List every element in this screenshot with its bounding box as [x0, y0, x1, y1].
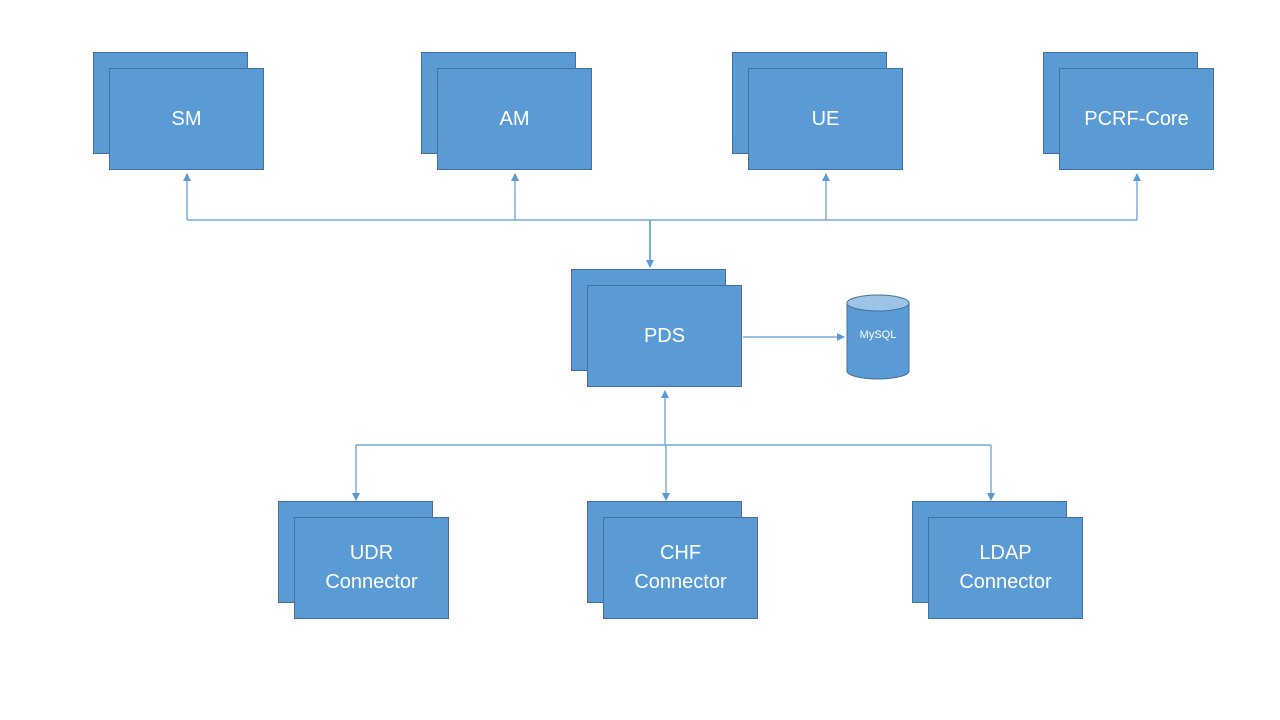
am-node-label: AM	[437, 68, 592, 170]
mysql-database[interactable]: MySQL	[846, 293, 910, 381]
pcrf-core-node-label: PCRF-Core	[1059, 68, 1214, 170]
database-cylinder-icon	[846, 294, 910, 380]
pds-node-label: PDS	[587, 285, 742, 387]
pds-node[interactable]: PDS	[571, 269, 743, 389]
sm-node-label: SM	[109, 68, 264, 170]
udr-connector-node-label: UDR Connector	[294, 517, 449, 619]
ldap-connector-node-label: LDAP Connector	[928, 517, 1083, 619]
sm-node[interactable]: SM	[93, 52, 265, 172]
ldap-connector-node[interactable]: LDAP Connector	[912, 501, 1084, 621]
mysql-label: MySQL	[859, 329, 897, 341]
am-node[interactable]: AM	[421, 52, 593, 172]
ue-node-label: UE	[748, 68, 903, 170]
pcrf-core-node[interactable]: PCRF-Core	[1043, 52, 1215, 172]
chf-connector-node-label: CHF Connector	[603, 517, 758, 619]
chf-connector-node[interactable]: CHF Connector	[587, 501, 759, 621]
udr-connector-node[interactable]: UDR Connector	[278, 501, 450, 621]
ue-node[interactable]: UE	[732, 52, 904, 172]
